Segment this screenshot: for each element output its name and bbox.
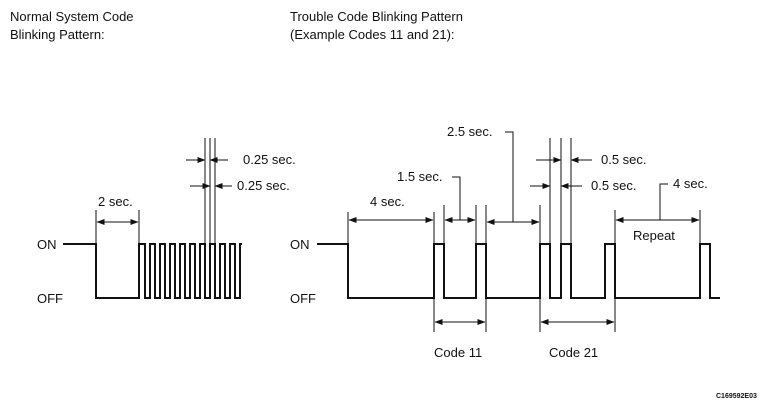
trouble-dim-pulse-off-label: 0.5 sec. — [591, 178, 637, 193]
normal-dim-off-label: 0.25 sec. — [237, 178, 290, 193]
normal-pattern-heading: Normal System Code Blinking Pattern: — [10, 8, 134, 44]
trouble-dim-4sec-start: 4 sec. — [347, 194, 435, 244]
trouble-repeat-label: Repeat — [633, 228, 675, 243]
normal-dim-2sec-label: 2 sec. — [98, 194, 133, 209]
normal-heading-line-1: Normal System Code — [10, 9, 134, 24]
trouble-code-21-label: Code 21 — [549, 345, 598, 360]
trouble-code-11-label: Code 11 — [434, 345, 482, 360]
normal-dim-2sec: 2 sec. — [95, 194, 140, 244]
normal-dim-on-label: 0.25 sec. — [243, 152, 296, 167]
trouble-heading-line-1: Trouble Code Blinking Pattern — [290, 9, 463, 24]
normal-waveform — [63, 243, 242, 299]
trouble-dim-2_5sec-label: 2.5 sec. — [447, 124, 493, 139]
normal-dim-025: 0.25 sec. 0.25 sec. — [186, 138, 296, 244]
figure-reference: C169592E03 — [716, 393, 757, 400]
normal-off-label: OFF — [37, 291, 63, 306]
trouble-dim-2_5sec: 2.5 sec. — [447, 124, 541, 244]
trouble-on-label: ON — [290, 237, 310, 252]
trouble-code-11-bracket: Code 11 — [433, 298, 487, 360]
normal-heading-line-2: Blinking Pattern: — [10, 27, 105, 42]
trouble-dim-1_5sec: 1.5 sec. — [397, 169, 477, 244]
trouble-dim-1_5sec-label: 1.5 sec. — [397, 169, 443, 184]
normal-on-label: ON — [37, 237, 57, 252]
trouble-pattern: ON OFF 4 sec. 1.5 sec. 2.5 sec. — [290, 124, 720, 360]
trouble-code-21-bracket: Code 21 — [539, 298, 616, 360]
trouble-dim-4sec-repeat: 4 sec. Repeat — [614, 176, 708, 244]
trouble-dim-0_5sec: 0.5 sec. 0.5 sec. — [530, 138, 647, 244]
trouble-off-label: OFF — [290, 291, 316, 306]
trouble-waveform — [317, 243, 720, 299]
trouble-heading-line-2: (Example Codes 11 and 21): — [290, 27, 455, 42]
trouble-dim-4sec-start-label: 4 sec. — [370, 194, 405, 209]
trouble-dim-pulse-on-label: 0.5 sec. — [601, 152, 647, 167]
trouble-dim-repeat-label: 4 sec. — [673, 176, 708, 191]
normal-pattern: ON OFF 2 sec. 0.25 sec. 0.25 sec. — [37, 138, 296, 306]
trouble-pattern-heading: Trouble Code Blinking Pattern (Example C… — [290, 8, 463, 44]
